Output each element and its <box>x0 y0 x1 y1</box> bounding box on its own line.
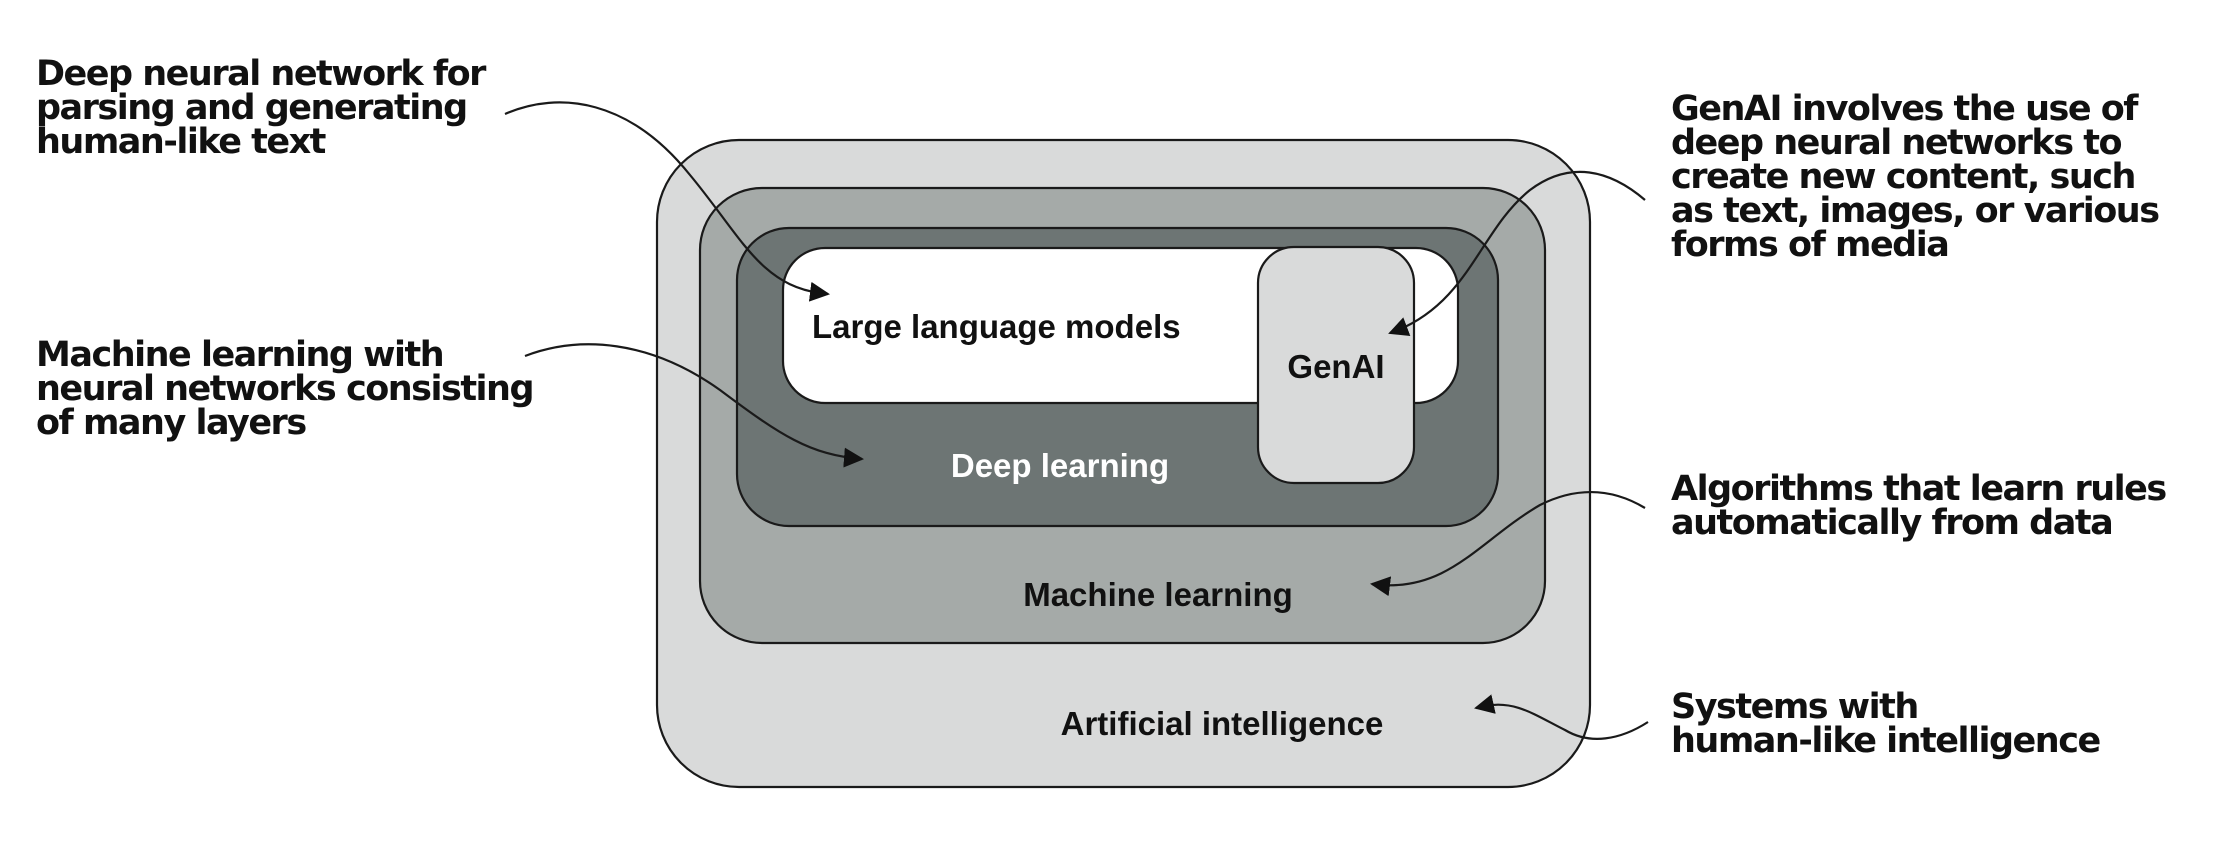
callout-line: automatically from data <box>1671 503 2112 543</box>
callout-line: human-like intelligence <box>1671 721 2100 761</box>
machine-learning-callout-arrow <box>1370 490 1646 597</box>
large-language-models-label: Large language models <box>812 308 1181 345</box>
artificial-intelligence-callout-arrow <box>1474 694 1649 740</box>
callout-line: deep neural networks to <box>1671 123 2121 163</box>
callout-line: of many layers <box>36 403 306 443</box>
callout-line: forms of media <box>1671 225 1948 265</box>
callout-line: Algorithms that learn rules <box>1671 469 2166 509</box>
llm-callout-arrow <box>504 101 830 302</box>
genai-box <box>1256 245 1416 485</box>
genai-label: GenAI <box>1287 348 1384 385</box>
callout-line: human-like text <box>36 122 326 162</box>
callout-line: create new content, such <box>1671 157 2135 197</box>
genai-callout-arrow <box>1388 170 1646 337</box>
callout-line: Deep neural network for <box>36 54 487 94</box>
callout-line: GenAI involves the use of <box>1671 89 2139 129</box>
deep-learning-callout-arrow <box>524 343 864 468</box>
artificial-intelligence-label: Artificial intelligence <box>1061 705 1384 742</box>
deep-learning-label: Deep learning <box>951 447 1169 484</box>
callout-line: neural networks consisting <box>36 369 533 409</box>
callout-line: as text, images, or various <box>1671 191 2159 231</box>
callout-line: parsing and generating <box>36 88 467 128</box>
machine-learning-label: Machine learning <box>1023 576 1293 613</box>
callout-line: Systems with <box>1671 687 1918 727</box>
callout-line: Machine learning with <box>36 335 443 375</box>
